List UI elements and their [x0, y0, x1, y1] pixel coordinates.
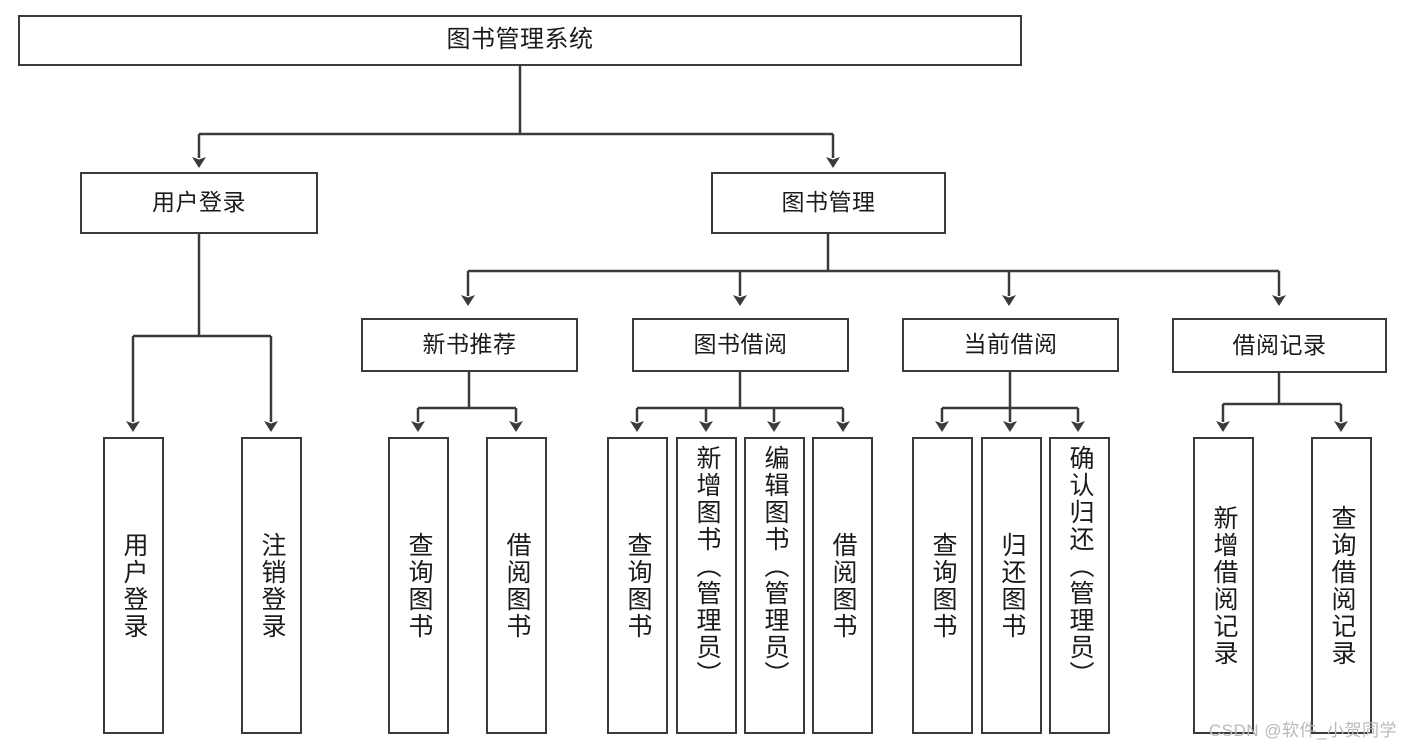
node-label: 查询图书: [405, 531, 433, 640]
leaf-query-book-recommend[interactable]: 查询图书: [388, 437, 449, 734]
node-current-borrow[interactable]: 当前借阅: [902, 318, 1119, 372]
leaf-borrow-book[interactable]: 借阅图书: [812, 437, 873, 734]
node-label: 借阅图书: [829, 531, 857, 640]
leaf-query-book-current[interactable]: 查询图书: [912, 437, 973, 734]
node-label: 归还图书: [998, 531, 1026, 640]
leaf-user-login[interactable]: 用户登录: [103, 437, 164, 734]
node-label: 新增借阅记录: [1210, 504, 1238, 667]
node-label: 图书管理: [781, 189, 876, 216]
node-label: 新增图书（管理员）: [693, 445, 721, 688]
node-label: 当前借阅: [963, 331, 1058, 358]
watermark: CSDN @软件_小贺同学: [1208, 721, 1397, 740]
leaf-query-borrow-record[interactable]: 查询借阅记录: [1311, 437, 1372, 734]
node-new-book-recommend[interactable]: 新书推荐: [361, 318, 578, 372]
node-root-system[interactable]: 图书管理系统: [18, 15, 1022, 66]
node-label: 借阅记录: [1232, 331, 1327, 358]
node-label: 编辑图书（管理员）: [761, 445, 789, 688]
leaf-return-book[interactable]: 归还图书: [981, 437, 1042, 734]
node-label: 借阅图书: [503, 531, 531, 640]
node-label: 图书管理系统: [446, 26, 594, 54]
leaf-query-book-borrow[interactable]: 查询图书: [607, 437, 668, 734]
leaf-add-borrow-record[interactable]: 新增借阅记录: [1193, 437, 1254, 734]
node-label: 用户登录: [152, 189, 246, 216]
node-label: 新书推荐: [422, 331, 517, 358]
node-label: 查询借阅记录: [1328, 504, 1356, 667]
leaf-user-logout[interactable]: 注销登录: [241, 437, 302, 734]
node-label: 用户登录: [120, 531, 148, 640]
leaf-edit-book-admin[interactable]: 编辑图书（管理员）: [744, 437, 805, 734]
leaf-add-book-admin[interactable]: 新增图书（管理员）: [676, 437, 737, 734]
node-borrow-record[interactable]: 借阅记录: [1172, 318, 1387, 373]
node-user-login[interactable]: 用户登录: [80, 172, 318, 234]
leaf-confirm-return-admin[interactable]: 确认归还（管理员）: [1049, 437, 1110, 734]
node-label: 确认归还（管理员）: [1066, 445, 1094, 688]
node-label: 查询图书: [624, 531, 652, 640]
node-label: 图书借阅: [693, 331, 788, 358]
node-book-management[interactable]: 图书管理: [711, 172, 946, 234]
node-book-borrow[interactable]: 图书借阅: [632, 318, 849, 372]
node-label: 注销登录: [258, 531, 286, 640]
node-label: 查询图书: [929, 531, 957, 640]
leaf-borrow-book-recommend[interactable]: 借阅图书: [486, 437, 547, 734]
